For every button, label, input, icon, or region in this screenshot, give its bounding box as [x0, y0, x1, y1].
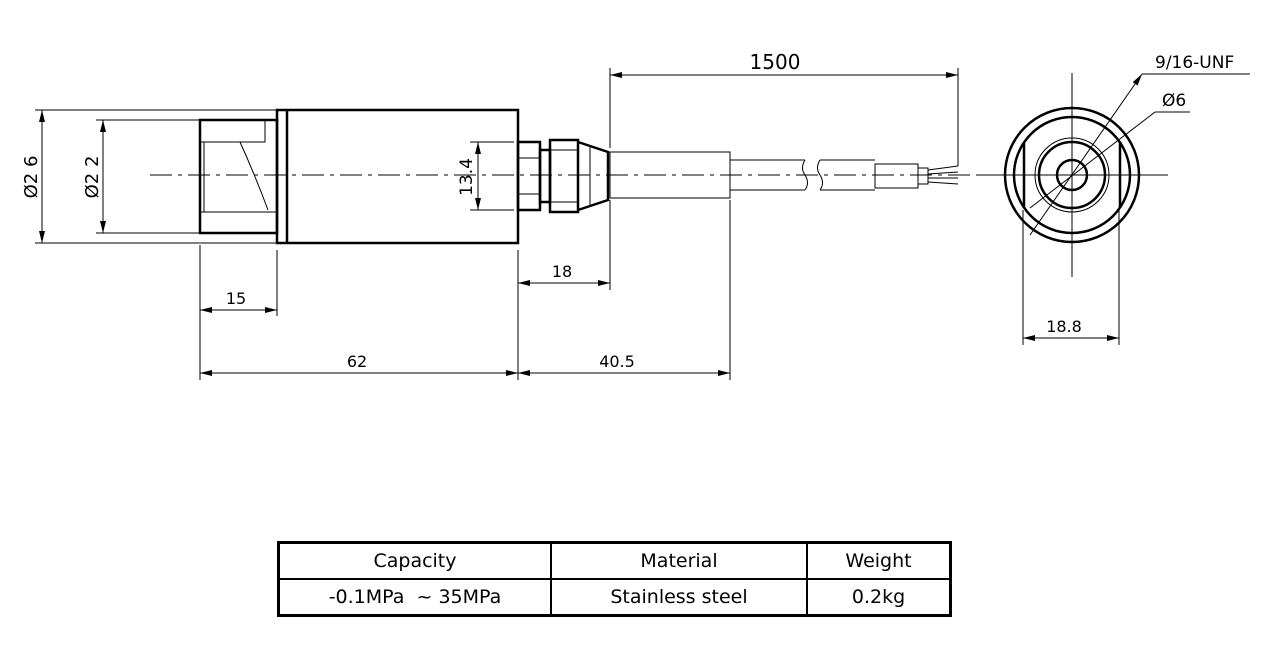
- sensor-side-view: [150, 108, 990, 245]
- dim-40-5: 40.5: [599, 352, 635, 371]
- dim-1500: 1500: [750, 50, 801, 74]
- thread-label: 9/16-UNF: [1155, 53, 1234, 73]
- dim-d6: Ø6: [1162, 91, 1186, 111]
- table-row: -0.1MPa ~ 35MPa Stainless steel 0.2kg: [277, 578, 952, 617]
- cable-sleeve: [874, 163, 919, 189]
- dim-d26: Ø2 6: [21, 156, 42, 199]
- dim-18-8: 18.8: [1046, 317, 1082, 336]
- dim-62: 62: [347, 352, 367, 371]
- sensor-end-view: 9/16-UNF Ø6 18.8: [980, 53, 1250, 345]
- dim-18: 18: [552, 262, 572, 281]
- spec-table: Capacity Material Weight -0.1MPa ~ 35MPa…: [277, 541, 952, 617]
- cell-weight: 0.2kg: [806, 578, 952, 617]
- header-material: Material: [550, 541, 808, 580]
- header-weight: Weight: [806, 541, 952, 580]
- dimensions: Ø2 6 Ø2 2 13.4 1500 18 15 62 40.5: [21, 50, 959, 380]
- cell-capacity: -0.1MPa ~ 35MPa: [277, 578, 552, 617]
- cell-material: Stainless steel: [550, 578, 808, 617]
- sensor-body: [275, 108, 520, 245]
- table-header-row: Capacity Material Weight: [277, 541, 952, 580]
- header-capacity: Capacity: [277, 541, 552, 580]
- dim-15: 15: [226, 289, 246, 308]
- dim-d22: Ø2 2: [82, 156, 103, 199]
- dim-13-4: 13.4: [457, 158, 477, 196]
- hex-nut: [548, 138, 580, 214]
- strain-relief-spring: [609, 151, 731, 199]
